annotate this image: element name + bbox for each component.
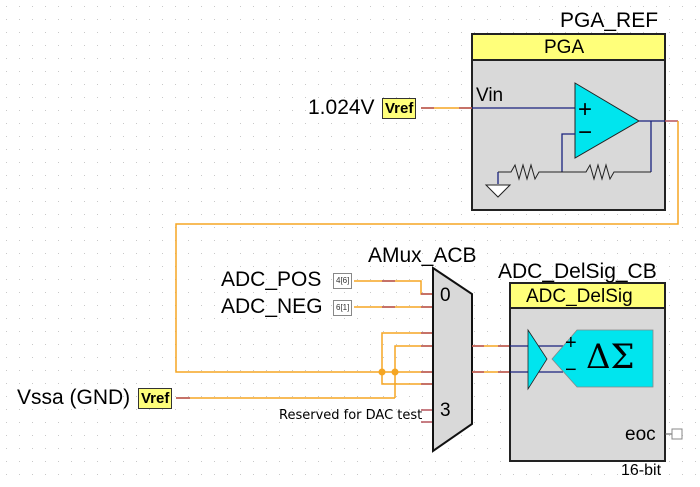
vref-voltage-label: 1.024V — [308, 96, 375, 119]
adc-block[interactable] — [509, 282, 683, 462]
adc-instance-name: ADC_DelSig_CB — [498, 260, 657, 283]
junction-dot — [378, 368, 386, 376]
junction-dot — [391, 368, 399, 376]
ground-icon — [484, 184, 512, 198]
pga-block[interactable] — [471, 33, 666, 211]
adc-input-buffer-icon — [527, 328, 548, 391]
pga-type-label: PGA — [544, 37, 585, 58]
adc-pos-pin[interactable]: 4[6] — [333, 273, 353, 289]
adc-minus-sign: − — [565, 359, 577, 381]
pga-plus-sign: + — [578, 96, 593, 123]
wire-pga-out — [175, 120, 679, 373]
wire-mux-to-adc — [472, 345, 510, 373]
resistor-icon — [562, 163, 651, 181]
amux-instance-name: AMux_ACB — [368, 244, 477, 267]
pga-input-label: Vin — [476, 85, 504, 106]
adc-type-label: ADC_DelSig — [526, 286, 633, 307]
adc-neg-label: ADC_NEG — [221, 295, 323, 318]
resistor-icon — [498, 163, 562, 181]
adc-plus-sign: + — [565, 332, 577, 354]
vssa-label: Vssa (GND) — [17, 386, 131, 409]
adc-resolution: 16-bit — [621, 462, 662, 479]
wire-mux-ch1p — [381, 332, 434, 385]
adc-pos-label: ADC_POS — [221, 268, 322, 291]
adc-delta-sigma-symbol: ΔΣ — [586, 337, 635, 377]
reserved-dac-label: Reserved for DAC test — [279, 408, 423, 423]
vssa-vref-tag[interactable]: Vref — [138, 388, 173, 409]
amux-channel-0: 0 — [440, 285, 451, 306]
amux-block[interactable] — [432, 266, 473, 453]
delta-sigma-icon — [551, 329, 654, 388]
adc-eoc-label: eoc — [625, 424, 656, 445]
vref-tag[interactable]: Vref — [382, 98, 417, 119]
eoc-terminal[interactable] — [671, 428, 683, 440]
pga-instance-name: PGA_REF — [560, 9, 659, 32]
pga-minus-sign: − — [578, 119, 593, 146]
amux-channel-3: 3 — [440, 400, 451, 421]
adc-neg-pin[interactable]: 6[1] — [333, 300, 353, 316]
opamp-icon — [574, 82, 640, 159]
